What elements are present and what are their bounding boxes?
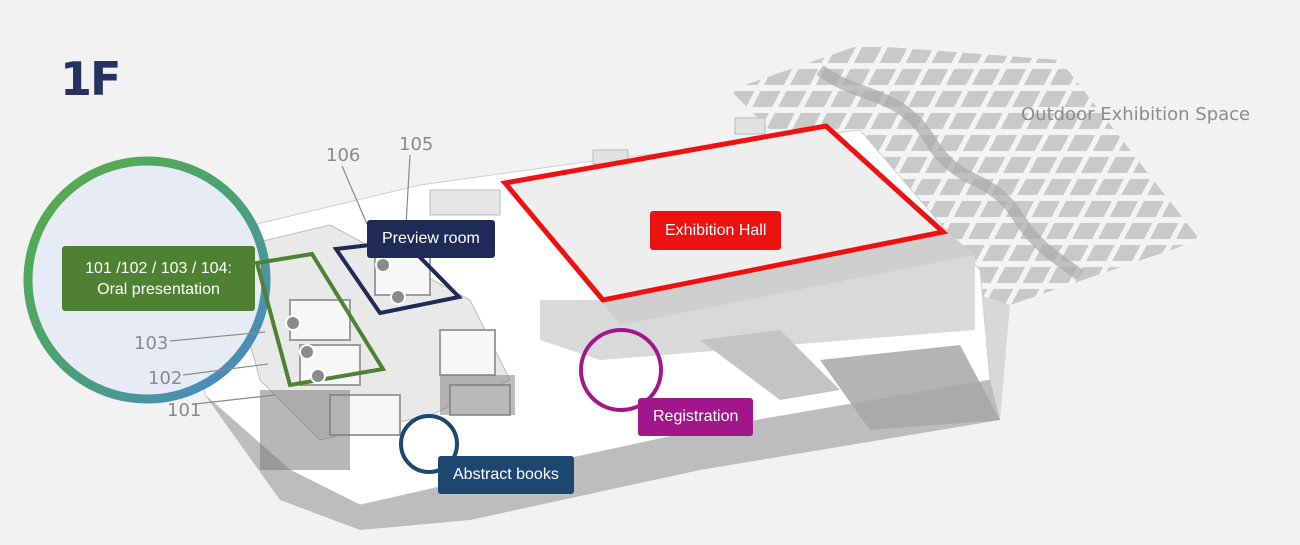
abstract-books-label[interactable]: Abstract books [438,456,574,494]
oral-presentation-outline [254,251,387,388]
exhibition-hall-label[interactable]: Exhibition Hall [650,211,782,250]
floor-label: 1F [60,52,121,106]
room-number-101: 101 [167,400,202,421]
room-number-102: 102 [148,368,183,389]
building [189,117,1000,530]
oral-presentation-rooms: 101 /102 / 103 / 104: [85,259,232,277]
registration-outline [579,328,663,412]
oral-presentation-label[interactable]: 101 /102 / 103 / 104: Oral presentation [62,246,255,311]
preview-room-label[interactable]: Preview room [367,220,495,258]
room-markers [285,257,406,384]
oral-presentation-title: Oral presentation [97,280,220,298]
registration-label[interactable]: Registration [638,398,754,436]
room-leader-lines [169,154,411,405]
abstract-books-outline [399,414,459,474]
room-number-103: 103 [134,333,169,354]
outdoor-exhibition-label: Outdoor Exhibition Space [1021,104,1251,125]
room-number-105: 105 [399,134,434,155]
room-number-106: 106 [326,145,361,166]
exhibition-hall-outline [500,123,949,303]
